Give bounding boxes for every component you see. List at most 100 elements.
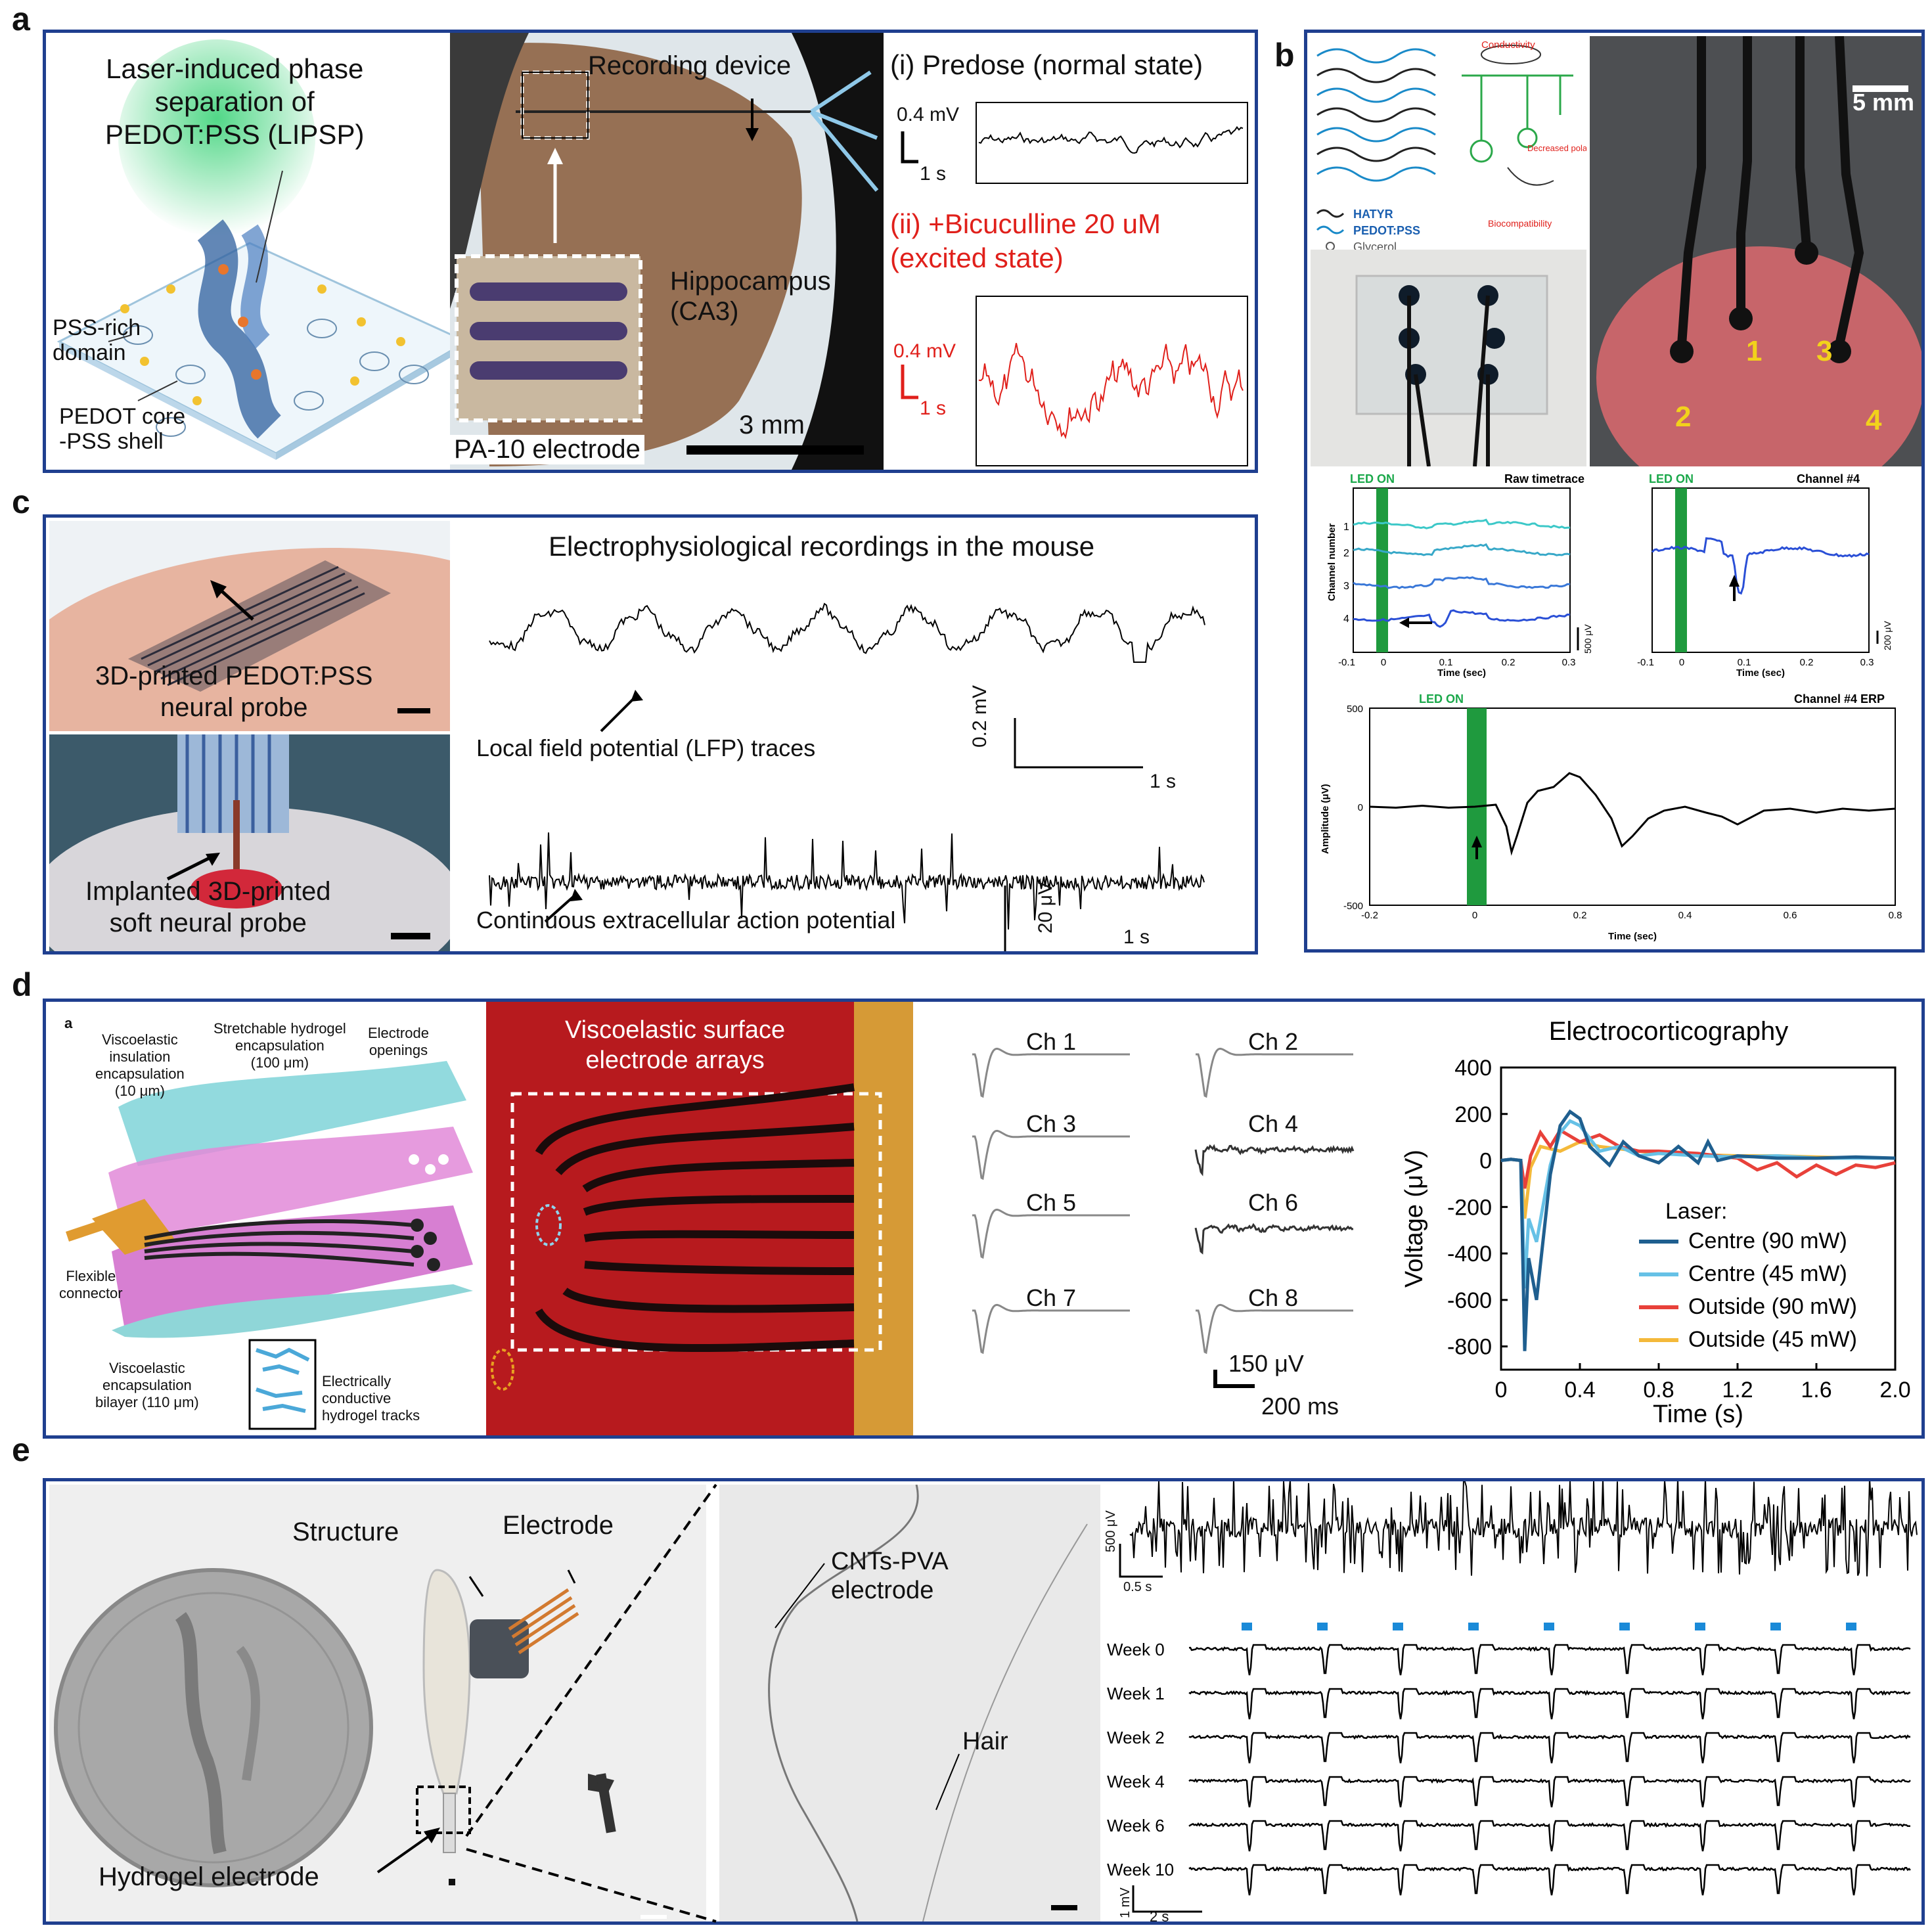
electrode-number-4: 4 — [1866, 404, 1882, 436]
raw-xtick-2: 0.1 — [1439, 657, 1453, 668]
panel-label-c: c — [12, 483, 30, 520]
scale-bar-label: 3 mm — [739, 411, 805, 439]
chemistry-schematic: HATYR PEDOT:PSS Glycerol Conductivity De… — [1311, 36, 1586, 273]
panel-label-d: d — [12, 966, 32, 1003]
d-sub-label: a — [64, 1015, 73, 1031]
week-trace-1 — [1188, 1688, 1911, 1720]
lfp-scale-v: 0.2 mV — [969, 685, 991, 748]
ch4-xtick-4: 0.3 — [1860, 657, 1874, 668]
erp-xtick-5: 0.8 — [1889, 910, 1902, 921]
raw-ch2 — [1353, 543, 1571, 556]
zoom-lines — [465, 1483, 717, 1923]
ecog-legend-label-3: Outside (45 mW) — [1688, 1327, 1857, 1352]
ecog-series-2 — [1500, 1128, 1896, 1189]
raw-ch4 — [1353, 609, 1571, 628]
ch4-led-on: LED ON — [1649, 472, 1694, 485]
hippocampus-label: Hippocampus(CA3) — [670, 267, 831, 326]
e-top-trace — [1129, 1481, 1918, 1577]
ecog-ylabel: Voltage (μV) — [1401, 1150, 1428, 1288]
week-label-1: Week 1 — [1107, 1684, 1165, 1703]
ch4-xtick-2: 0.1 — [1738, 657, 1751, 668]
ch8-trace — [1196, 1303, 1353, 1355]
erp-xtick-2: 0.2 — [1573, 910, 1587, 921]
week-label-4: Week 6 — [1107, 1816, 1165, 1835]
panel-label-b: b — [1274, 37, 1295, 74]
ch8-label: Ch 8 — [1248, 1284, 1299, 1311]
spike-scale-t: 1 s — [1123, 926, 1150, 948]
ecog-ytick-0: 400 — [1454, 1056, 1492, 1081]
hydrogel-electrode-label: Hydrogel electrode — [99, 1862, 319, 1891]
hair-label: Hair — [962, 1728, 1008, 1755]
stim-marker-5 — [1619, 1623, 1630, 1630]
raw-ch1 — [1353, 518, 1571, 529]
stim-marker-3 — [1468, 1623, 1479, 1630]
ch3-trace — [972, 1129, 1130, 1180]
raw-ch-label-2: 2 — [1343, 548, 1349, 559]
raw-xtick-3: 0.2 — [1502, 657, 1516, 668]
electrode-label: Electrode — [503, 1511, 614, 1540]
ecog-ytick-3: -200 — [1447, 1195, 1492, 1220]
raw-xtick-0: -0.1 — [1338, 657, 1355, 668]
legend-hatyr: HATYR — [1353, 208, 1393, 221]
erp-xtick-3: 0.4 — [1678, 910, 1692, 921]
ch4-scale: 200 μV — [1882, 621, 1893, 650]
ecog-legend-label-1: Centre (45 mW) — [1688, 1261, 1847, 1286]
predose-scale-bar — [901, 131, 918, 164]
erp-title: Channel #4 ERP — [1794, 692, 1885, 706]
bicuculline-scale-t: 1 s — [920, 397, 947, 419]
ch4-title: Channel #4 — [1797, 472, 1860, 485]
ecog-legend-title: Laser: — [1665, 1199, 1728, 1224]
spike-trace — [489, 832, 1205, 930]
week-label-0: Week 0 — [1107, 1640, 1165, 1659]
implant-photo: 5 mm 1 2 3 4 — [1590, 36, 1921, 466]
spike-scale-v: 20 μV — [1035, 882, 1056, 933]
raw-ch-label-4: 4 — [1343, 614, 1349, 625]
pa10-electrode-label: PA-10 electrode — [450, 435, 644, 464]
pedot-core-label: PEDOT core-PSS shell — [59, 404, 186, 454]
panel-e: Structure Electrode Hydrogel electrode C… — [43, 1478, 1925, 1925]
week-label-5: Week 10 — [1107, 1860, 1174, 1879]
ch7-trace — [972, 1303, 1130, 1355]
raw-ch3 — [1353, 576, 1571, 589]
ch5-label: Ch 5 — [1026, 1189, 1077, 1216]
spike-label: Continuous extracellular action potentia… — [476, 907, 896, 933]
bicuculline-scale-v: 0.4 mV — [893, 340, 956, 362]
raw-scale: 500 μV — [1583, 624, 1593, 654]
week-trace-0 — [1188, 1644, 1911, 1676]
ch4-trace — [1651, 537, 1870, 595]
ecog-xtick-1: 0.4 — [1564, 1378, 1595, 1403]
note-polarity: Decreased polarity — [1527, 143, 1586, 153]
erp-xtick-1: 0 — [1472, 910, 1477, 921]
lipsp-schematic — [56, 39, 469, 460]
panel-b: HATYR PEDOT:PSS Glycerol Conductivity De… — [1304, 30, 1925, 953]
ch4-trace — [1194, 1144, 1355, 1177]
channel4-plot: LED ON Channel #4 -0.1 0 0.1 0.2 0.3 Tim… — [1637, 472, 1893, 679]
ch4-xtick-0: -0.1 — [1637, 657, 1654, 668]
stim-marker-6 — [1695, 1623, 1705, 1630]
implant-scale-label: 5 mm — [1853, 89, 1915, 116]
electrode-number-2: 2 — [1675, 401, 1692, 433]
d-layer-schematic — [66, 1061, 473, 1430]
erp-ytick-0: 500 — [1347, 704, 1363, 715]
panel-label-a: a — [12, 1, 30, 37]
e-scale-v: 1 mV — [1118, 1887, 1133, 1918]
trace-a2 — [978, 343, 1244, 439]
ecog-xtick-4: 1.6 — [1801, 1378, 1831, 1403]
ecog-ytick-1: 200 — [1454, 1102, 1492, 1127]
predose-label: (i) Predose (normal state) — [890, 49, 1203, 80]
ch4-xtick-3: 0.2 — [1800, 657, 1814, 668]
raw-xtick-4: 0.3 — [1562, 657, 1576, 668]
ecog-xlabel: Time (s) — [1653, 1401, 1743, 1428]
raw-xtick-1: 0 — [1381, 657, 1386, 668]
dime-photo: Structure Electrode Hydrogel electrode — [49, 1485, 706, 1921]
ch-traces — [972, 1047, 1355, 1388]
predose-trace — [976, 102, 1248, 184]
erp-xlabel: Time (sec) — [1608, 931, 1657, 942]
